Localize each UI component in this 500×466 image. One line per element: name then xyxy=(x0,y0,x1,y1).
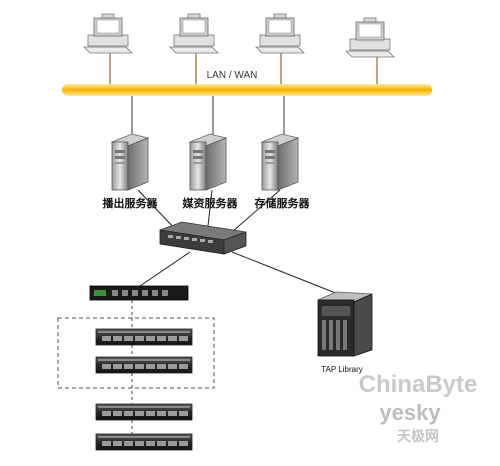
server-label-playout: 播出服务器 xyxy=(103,196,159,210)
workstation-4 xyxy=(345,17,395,58)
lan-wan-label: LAN / WAN xyxy=(207,70,258,81)
watermark-brand: ChinaByte xyxy=(359,371,478,398)
disk-unit-2 xyxy=(95,356,193,374)
watermark-site: yesky xyxy=(379,400,441,425)
disk-array-group xyxy=(57,317,215,389)
server-label-storage: 存储服务器 xyxy=(255,196,311,210)
lan-wan-bus: LAN / WAN xyxy=(62,70,432,96)
server-label-media-asset: 媒资服务器 xyxy=(182,196,239,210)
disk-unit-1 xyxy=(95,328,193,346)
network-switch-icon xyxy=(159,221,247,255)
storage-server-icon xyxy=(261,133,299,191)
disk-unit-4 xyxy=(95,433,193,451)
switch-connections xyxy=(137,189,339,295)
playout-server-icon xyxy=(111,133,149,191)
watermark-site-cn: 天极网 xyxy=(397,428,439,445)
workstation-2 xyxy=(169,13,219,54)
storage-controller-icon xyxy=(89,285,189,301)
pc-drop-lines xyxy=(109,48,378,88)
watermark: ChinaByte yesky 天极网 xyxy=(359,371,478,445)
tape-library-icon xyxy=(317,291,373,357)
server-drop-lines xyxy=(131,96,285,136)
workstation-3 xyxy=(255,13,305,54)
tape-library-label: TAP Library xyxy=(321,365,363,374)
workstation-1 xyxy=(83,13,133,54)
media-asset-server-icon xyxy=(189,133,227,191)
disk-unit-3 xyxy=(95,403,193,421)
